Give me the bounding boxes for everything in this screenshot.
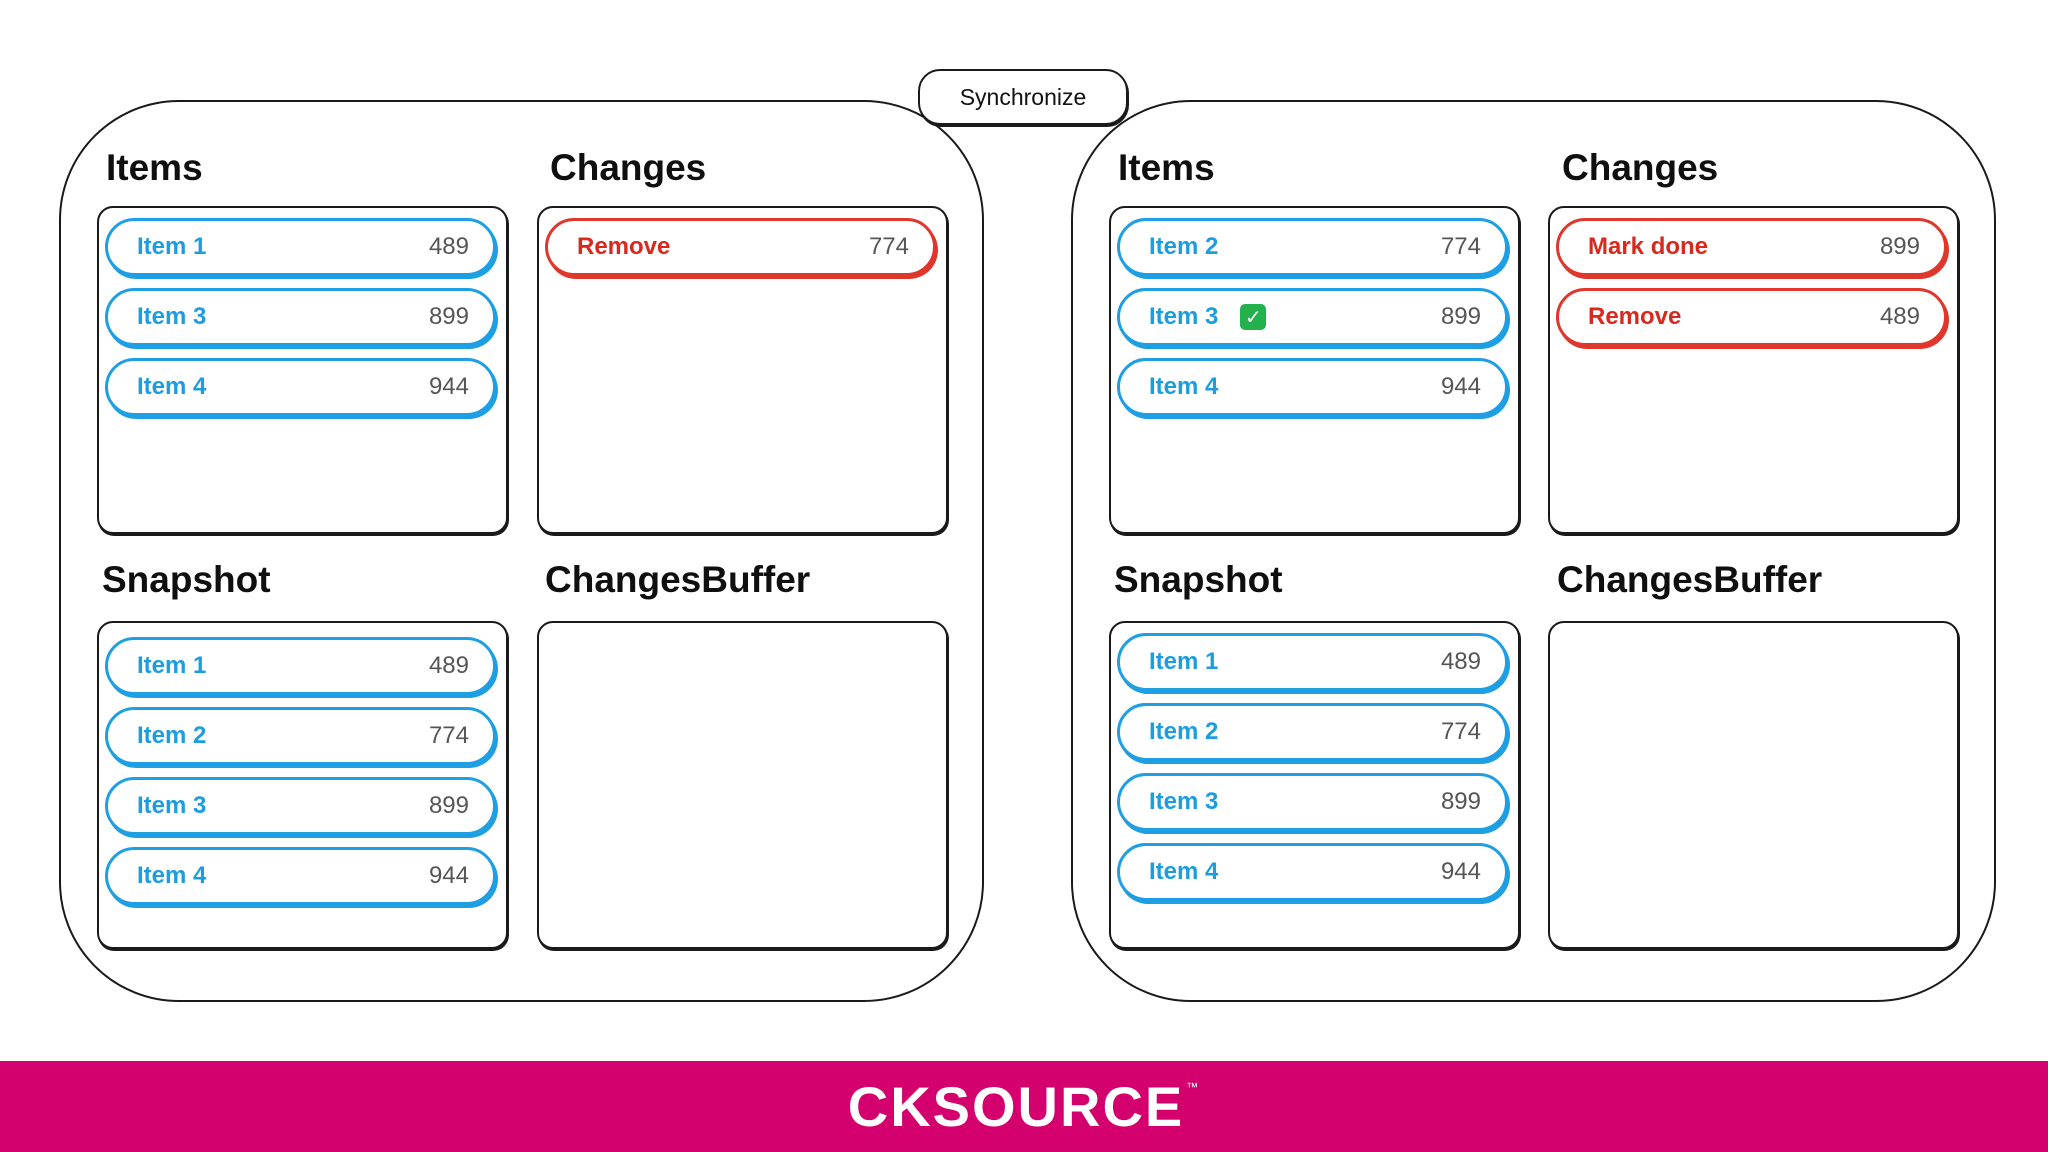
left-changes-title: Changes xyxy=(550,147,707,188)
row-value: 774 xyxy=(1440,718,1481,745)
row-value: 899 xyxy=(428,792,469,819)
row-value: 774 xyxy=(428,722,469,749)
item-label: Item 4 xyxy=(1149,858,1218,886)
row-label-text: Item 2 xyxy=(1149,233,1219,260)
item-label: Item 3 ✓ xyxy=(1149,303,1267,331)
item-row[interactable]: Item 2 774 xyxy=(1117,703,1508,761)
left-snapshot-title: Snapshot xyxy=(102,559,271,600)
item-row[interactable]: Item 1 489 xyxy=(105,218,496,276)
item-row[interactable]: Item 2 774 xyxy=(105,707,496,765)
change-row[interactable]: Remove 774 xyxy=(545,218,936,276)
item-label: Item 2 xyxy=(1149,233,1218,261)
right-items-title: Items xyxy=(1118,147,1215,188)
left-changes-list: Remove 774 xyxy=(537,206,948,534)
row-label-text: Item 2 xyxy=(1149,718,1219,745)
left-changesbuffer-list xyxy=(537,621,948,949)
row-value: 489 xyxy=(1440,648,1481,675)
synchronize-button[interactable]: Synchronize xyxy=(918,69,1128,125)
item-label: Item 1 xyxy=(137,652,206,680)
item-label: Item 4 xyxy=(1149,373,1218,401)
change-label: Mark done xyxy=(1588,233,1708,261)
row-value: 774 xyxy=(868,233,909,260)
row-label-text: Item 3 xyxy=(1149,788,1219,815)
left-items-title: Items xyxy=(106,147,203,188)
item-row[interactable]: Item 2 774 xyxy=(1117,218,1508,276)
right-snapshot-title: Snapshot xyxy=(1114,559,1283,600)
item-row[interactable]: Item 3 899 xyxy=(105,777,496,835)
row-value: 489 xyxy=(428,233,469,260)
trademark-mark: ™ xyxy=(1186,1079,1201,1094)
row-value: 489 xyxy=(1879,303,1920,330)
item-row[interactable]: Item 4 944 xyxy=(1117,843,1508,901)
item-label: Item 4 xyxy=(137,862,206,890)
change-row[interactable]: Mark done 899 xyxy=(1556,218,1947,276)
item-row[interactable]: Item 4 944 xyxy=(105,847,496,905)
row-label-text: Item 3 xyxy=(137,303,207,330)
logo-text: CKSOURCE xyxy=(847,1074,1185,1138)
right-changesbuffer-title: ChangesBuffer xyxy=(1557,559,1823,600)
change-row[interactable]: Remove 489 xyxy=(1556,288,1947,346)
right-changesbuffer-list xyxy=(1548,621,1959,949)
row-value: 489 xyxy=(428,652,469,679)
row-label-text: Item 1 xyxy=(137,652,207,679)
row-label-text: Item 4 xyxy=(1149,373,1219,400)
change-label: Remove xyxy=(1588,303,1681,331)
item-row[interactable]: Item 4 944 xyxy=(1117,358,1508,416)
row-value: 899 xyxy=(1879,233,1920,260)
row-label-text: Item 2 xyxy=(137,722,207,749)
item-label: Item 1 xyxy=(137,233,206,261)
row-value: 944 xyxy=(1440,858,1481,885)
row-label-text: Item 3 xyxy=(1149,303,1219,330)
row-label-text: Item 4 xyxy=(137,862,207,889)
row-value: 899 xyxy=(1440,788,1481,815)
item-label: Item 2 xyxy=(1149,718,1218,746)
check-mark-icon: ✓ xyxy=(1240,304,1267,330)
item-label: Item 3 xyxy=(1149,788,1218,816)
item-label: Item 3 xyxy=(137,303,206,331)
item-row[interactable]: Item 3 ✓ 899 xyxy=(1117,288,1508,346)
row-label-text: Item 4 xyxy=(137,373,207,400)
row-value: 899 xyxy=(1440,303,1481,330)
right-changes-title: Changes xyxy=(1562,147,1719,188)
row-label-text: Item 1 xyxy=(137,233,207,260)
row-value: 944 xyxy=(428,373,469,400)
row-value: 774 xyxy=(1440,233,1481,260)
item-label: Item 2 xyxy=(137,722,206,750)
row-label-text: Item 4 xyxy=(1149,858,1219,885)
row-label-text: Item 1 xyxy=(1149,648,1219,675)
item-row[interactable]: Item 3 899 xyxy=(105,288,496,346)
item-label: Item 1 xyxy=(1149,648,1218,676)
left-changesbuffer-title: ChangesBuffer xyxy=(545,559,811,600)
item-row[interactable]: Item 3 899 xyxy=(1117,773,1508,831)
row-label-text: Remove xyxy=(1588,303,1682,330)
item-label: Item 3 xyxy=(137,792,206,820)
item-row[interactable]: Item 1 489 xyxy=(1117,633,1508,691)
row-value: 899 xyxy=(428,303,469,330)
row-value: 944 xyxy=(428,862,469,889)
item-row[interactable]: Item 4 944 xyxy=(105,358,496,416)
change-label: Remove xyxy=(577,233,670,261)
row-label-text: Mark done xyxy=(1588,233,1709,260)
row-label-text: Item 3 xyxy=(137,792,207,819)
item-row[interactable]: Item 1 489 xyxy=(105,637,496,695)
item-label: Item 4 xyxy=(137,373,206,401)
row-value: 944 xyxy=(1440,373,1481,400)
row-label-text: Remove xyxy=(577,233,671,260)
